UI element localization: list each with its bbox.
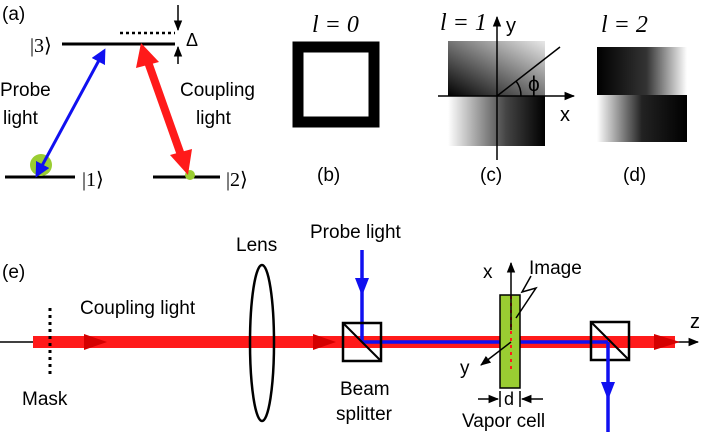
panel-e-setup: (e) z Coupling light Mask Lens Probe lig…	[0, 222, 700, 432]
mode-l2-phase-bottom	[597, 95, 687, 142]
axis-y-label: y	[506, 15, 516, 37]
state-1-label: |1⟩	[82, 169, 104, 191]
axis-z-label: z	[690, 311, 700, 333]
probe-beam-in-arrow	[355, 278, 369, 296]
panel-a-energy-levels: (a) Δ |3⟩ |1⟩ |2⟩ Probe light Coupling l…	[0, 4, 255, 191]
coupling-label-line2: light	[196, 108, 232, 129]
mode-l0-image	[292, 41, 380, 128]
probe-label-line1: Probe	[0, 80, 51, 101]
beam-splitter-1	[341, 321, 383, 363]
detuning-symbol: Δ	[186, 30, 198, 50]
beam-splitter-label-line1: Beam	[340, 379, 390, 400]
cell-x-label: x	[483, 262, 493, 283]
image-label: Image	[529, 258, 582, 279]
mode-l2-title: l = 2	[601, 12, 648, 38]
mask-label: Mask	[22, 389, 68, 410]
mode-l1-title: l = 1	[440, 10, 487, 36]
image-pointer	[515, 275, 538, 319]
cell-y-label: y	[460, 358, 470, 379]
cell-y-axis-arrow	[480, 341, 512, 366]
mode-l0-title: l = 0	[312, 12, 359, 38]
beam-splitter-2	[589, 320, 631, 362]
lens-label: Lens	[236, 235, 277, 256]
phi-label: ϕ	[528, 73, 540, 96]
thickness-label: d	[504, 389, 514, 409]
panel-label-b: (b)	[317, 165, 340, 186]
panel-c-mode-l1: l = 1 y x ϕ (c)	[438, 10, 576, 186]
state-3-label: |3⟩	[30, 35, 52, 57]
panel-label-a: (a)	[2, 4, 25, 25]
coupling-beam-arrow-2	[313, 334, 336, 350]
phase-angle-arc	[515, 80, 522, 97]
vapor-cell	[499, 294, 521, 389]
state-2-label: |2⟩	[226, 169, 248, 191]
panel-label-c: (c)	[480, 165, 502, 186]
coupling-beam-arrow-1	[84, 334, 107, 350]
phase-angle-ray	[496, 46, 561, 97]
beam-splitter-label-line2: splitter	[336, 404, 393, 425]
coupling-transition-arrow	[136, 43, 192, 175]
panel-b-mode-l0: l = 0 (b)	[292, 12, 380, 186]
mode-l2-phase-top	[597, 47, 687, 95]
vapor-cell-label: Vapor cell	[462, 411, 545, 432]
beam-splitter-1-diagonal	[342, 322, 382, 362]
panel-d-mode-l2: l = 2 (d)	[597, 12, 687, 186]
beam-splitter-2-diagonal	[590, 321, 630, 361]
probe-label-line2: light	[3, 108, 39, 129]
axis-x-label: x	[560, 104, 570, 126]
probe-beam-out-arrow	[601, 382, 615, 400]
coupling-light-label: Coupling light	[80, 298, 196, 319]
probe-transition-arrow	[35, 48, 106, 178]
lens	[248, 263, 276, 423]
coupling-label-line1: Coupling	[180, 80, 255, 101]
coupling-beam-arrow-3	[654, 334, 680, 350]
probe-light-label: Probe light	[310, 222, 402, 243]
panel-label-e: (e)	[2, 262, 25, 283]
panel-label-d: (d)	[623, 165, 646, 186]
